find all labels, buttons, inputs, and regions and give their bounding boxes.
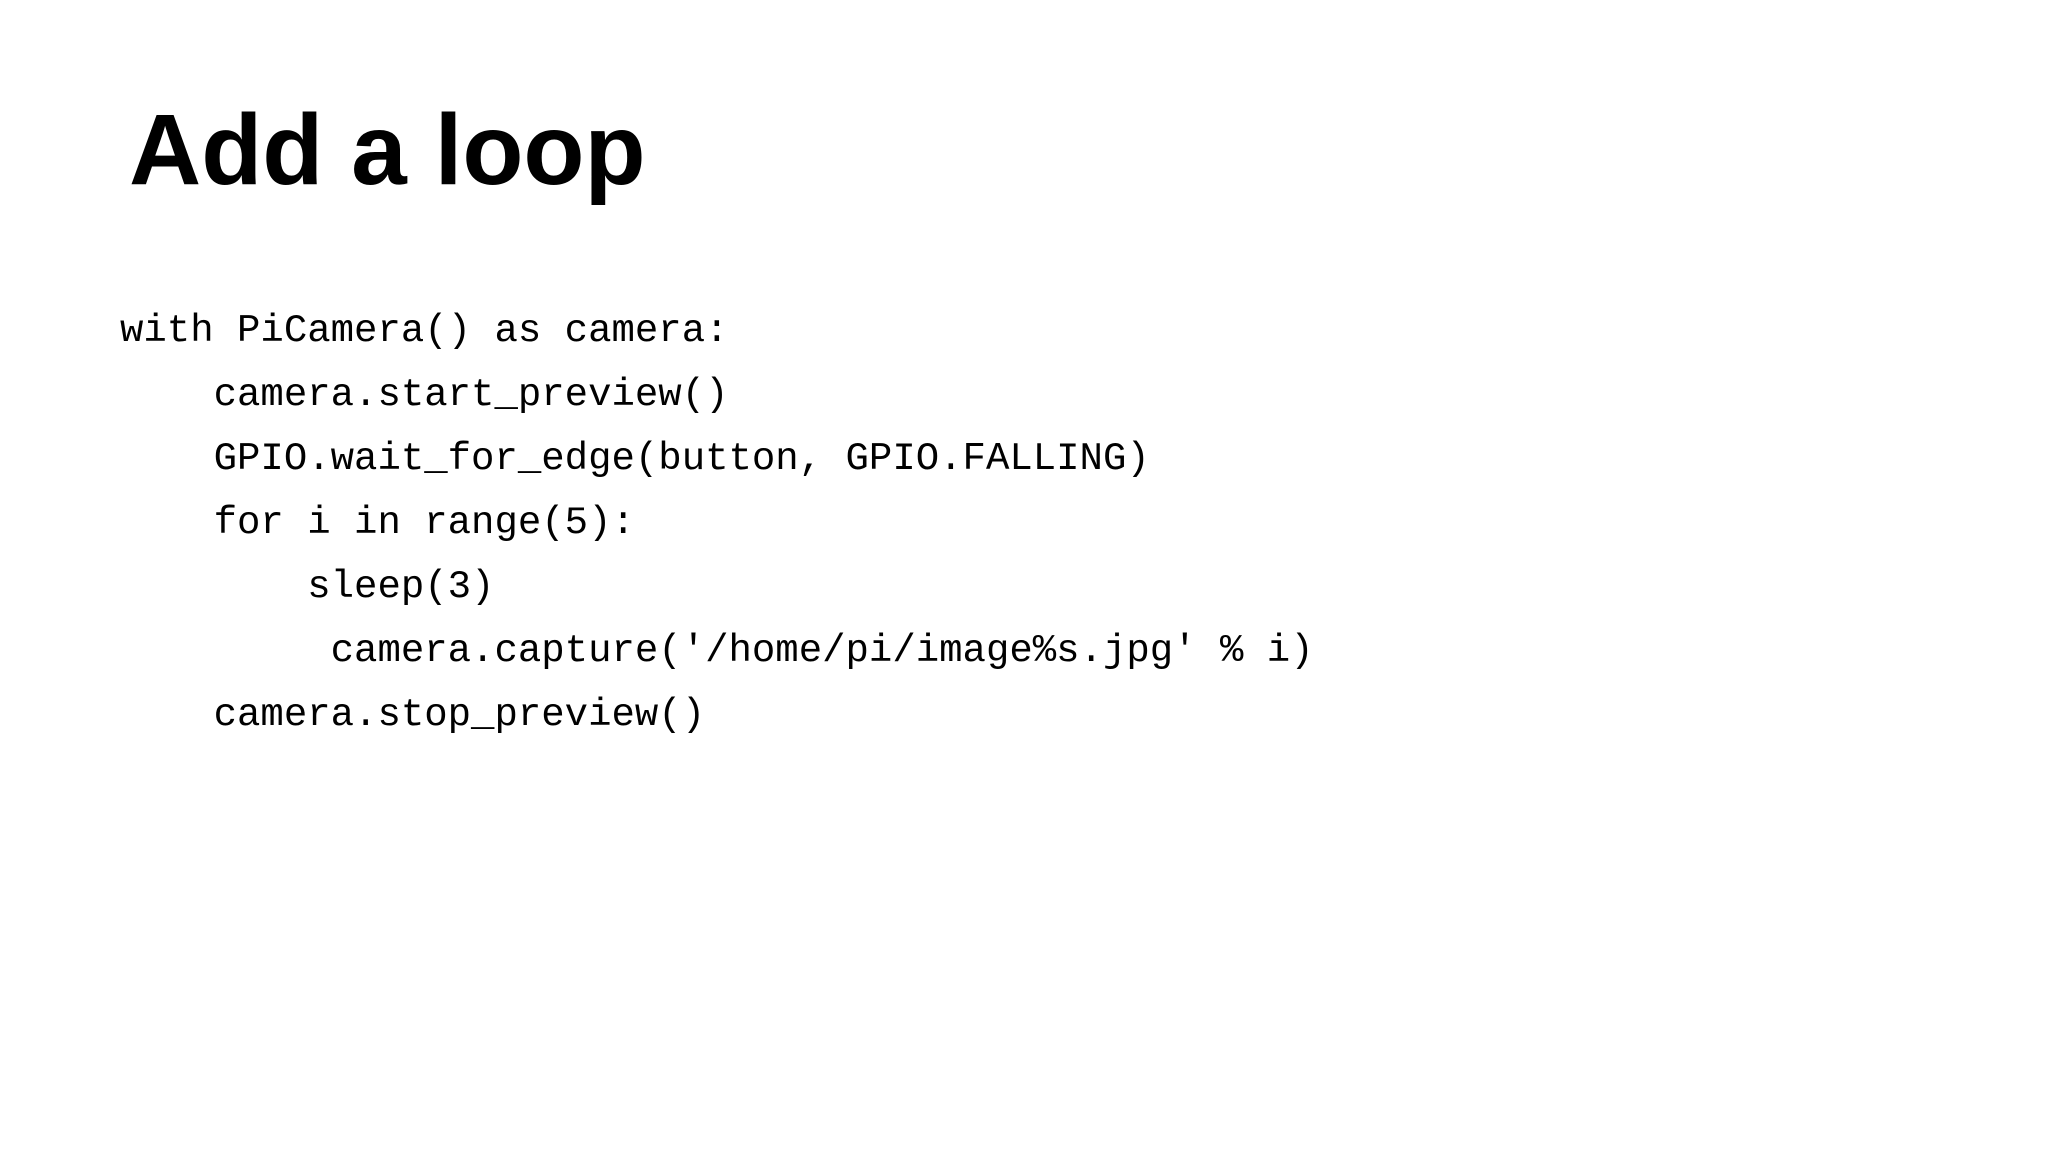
code-line-wait-for-edge: GPIO.wait_for_edge(button, GPIO.FALLING) [120, 437, 1150, 481]
code-block: with PiCamera() as camera: camera.start_… [120, 299, 1314, 747]
code-line-sleep: sleep(3) [120, 565, 495, 609]
slide-title: Add a loop [129, 94, 646, 206]
code-line-start-preview: camera.start_preview() [120, 373, 729, 417]
code-line-for-loop: for i in range(5): [120, 501, 635, 545]
code-line-stop-preview: camera.stop_preview() [120, 693, 706, 737]
code-line-with-picamera: with PiCamera() as camera: [120, 309, 729, 353]
code-line-capture: camera.capture('/home/pi/image%s.jpg' % … [120, 629, 1314, 673]
